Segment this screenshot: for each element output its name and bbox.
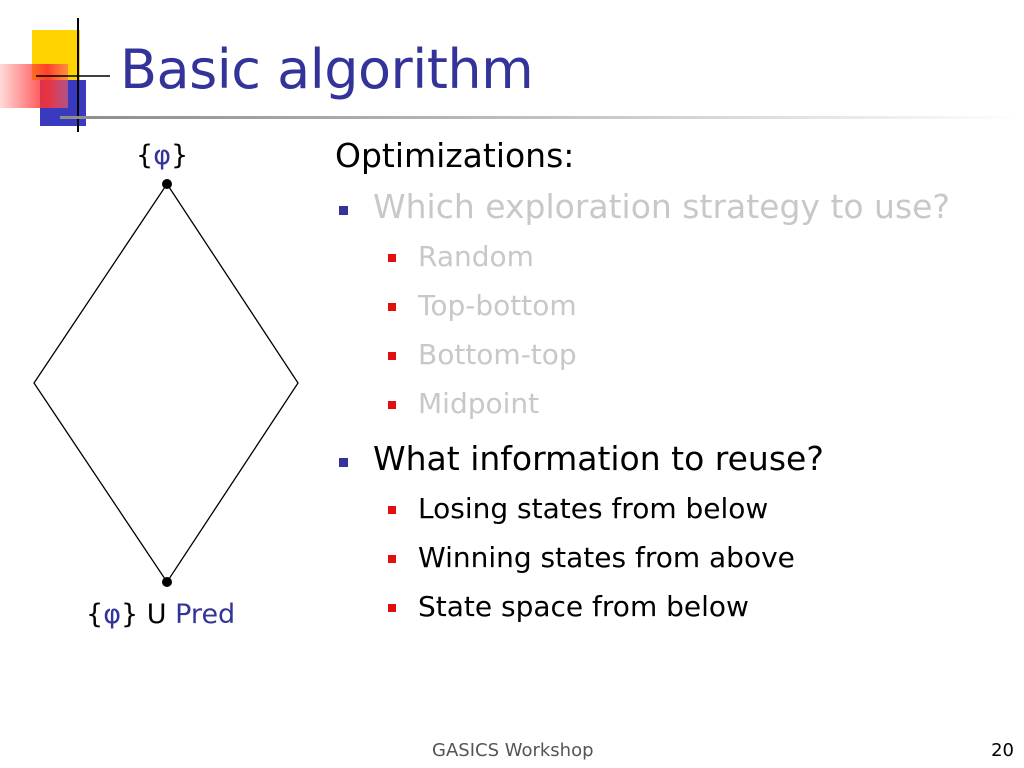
slide-logo [0,18,110,132]
square-bullet-icon [388,352,396,360]
phi-symbol: φ [153,140,171,171]
bullet-list: Which exploration strategy to use? Rando… [335,182,1015,631]
square-bullet-icon [388,254,396,262]
sub-bullet-text: Midpoint [418,387,540,420]
sub-bullet-item: Midpoint [335,379,1015,428]
bullet-text: Which exploration strategy to use? [373,187,950,226]
brace-open: { [86,599,104,630]
bottom-node [162,577,172,587]
logo-red-bar [0,64,68,108]
sub-bullet-item: Bottom-top [335,330,1015,379]
square-bullet-icon [388,604,396,612]
sub-bullet-item: Random [335,232,1015,281]
sub-bullet-item: Top-bottom [335,281,1015,330]
page-number: 20 [991,740,1014,761]
square-bullet-icon [388,506,396,514]
brace-close: } [171,140,189,171]
brace-open: { [136,140,154,171]
sub-bullet-text: State space from below [418,590,749,623]
content-heading: Optimizations: [335,136,575,175]
square-bullet-icon [388,555,396,563]
phi-symbol: φ [103,599,121,630]
sub-bullet-text: Top-bottom [418,289,577,322]
sub-bullet-text: Random [418,240,534,273]
sub-bullet-text: Bottom-top [418,338,577,371]
lattice-diagram [33,179,299,587]
slide-content: Optimizations: Which exploration strateg… [335,134,1015,631]
sub-bullet-item: State space from below [335,582,1015,631]
bullet-item: What information to reuse? [335,434,1015,484]
title-divider [60,116,1024,119]
square-bullet-icon [388,303,396,311]
bullet-item: Which exploration strategy to use? [335,182,1015,232]
brace-close: } [121,599,139,630]
top-node [162,179,172,189]
pred-label: Pred [175,599,236,630]
square-bullet-icon [388,401,396,409]
square-bullet-icon [339,458,348,467]
sub-bullet-item: Winning states from above [335,533,1015,582]
bullet-text: What information to reuse? [373,439,824,478]
sub-bullet-item: Losing states from below [335,484,1015,533]
top-node-label: {φ} [136,140,188,172]
sub-bullet-text: Losing states from below [418,492,769,525]
sub-bullet-text: Winning states from above [418,541,795,574]
square-bullet-icon [339,206,348,215]
union-symbol: U [138,599,176,630]
diamond-shape [33,182,299,584]
slide-title: Basic algorithm [120,38,534,101]
bottom-node-label: {φ} U Pred [86,599,235,631]
footer-text: GASICS Workshop [432,740,594,761]
